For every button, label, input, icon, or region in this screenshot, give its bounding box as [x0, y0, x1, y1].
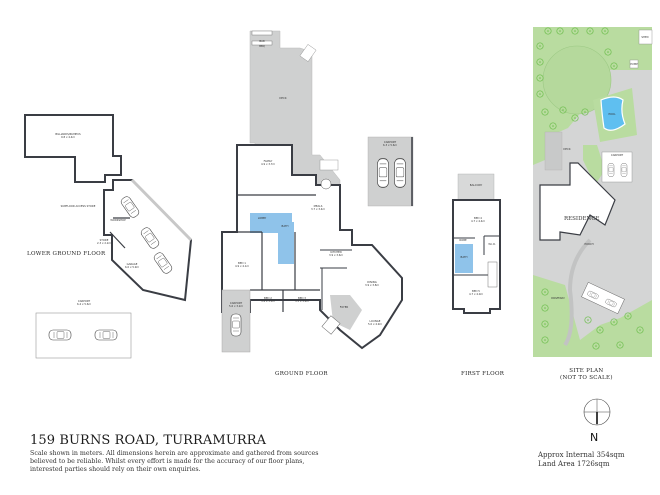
- site-plan-title: SITE PLAN(NOT TO SCALE): [560, 368, 613, 381]
- room-lobby: LOBBY: [257, 217, 267, 220]
- room-deck: DECK: [279, 97, 287, 100]
- first-floor-title: FIRST FLOOR: [461, 371, 505, 377]
- carport-plan: [367, 136, 414, 207]
- ground-floor-title: GROUND FLOOR: [275, 371, 328, 377]
- site-shed: SHED: [641, 36, 649, 39]
- room-foyer: FOYER: [339, 306, 349, 309]
- north-compass: [583, 398, 611, 426]
- room-wir: W.I.R.: [488, 243, 496, 246]
- lower-ground-floor-plan: [24, 114, 193, 359]
- site-deck: DECK: [563, 148, 571, 151]
- site-carport: CARPORT: [610, 154, 624, 157]
- area-summary: Approx Internal 354sqm Land Area 1726sqm: [538, 451, 625, 468]
- site-plan: [533, 27, 653, 357]
- room-subfloor-store: SUBFLOOR ACCESS STORE: [60, 205, 96, 208]
- room-robe: ROBE: [459, 239, 467, 242]
- site-residence: RESIDENCE: [564, 216, 600, 222]
- site-driveway: DRIVEWAY: [551, 297, 565, 300]
- first-floor-plan: [452, 173, 501, 314]
- room-bbq: BBQ: [259, 45, 265, 48]
- north-label: N: [590, 431, 599, 444]
- site-pump: PUMP: [630, 63, 638, 66]
- site-pool: POOL: [608, 113, 616, 116]
- site-porch: PORCH: [584, 243, 594, 246]
- ground-floor-plan: [221, 30, 403, 353]
- disclaimer-text: Scale shown in meters. All dimensions he…: [30, 450, 319, 473]
- room-bath-first: BATH: [460, 256, 468, 259]
- land-area: Land Area 1726sqm: [538, 459, 610, 468]
- room-bath: BATH: [281, 225, 289, 228]
- property-address: 159 BURNS ROAD, TURRAMURRA: [30, 433, 267, 448]
- lower-ground-floor-title: LOWER GROUND FLOOR: [27, 251, 106, 257]
- room-workshop: WORKSHOP: [110, 219, 126, 222]
- room-balcony: BALCONY: [469, 184, 483, 187]
- internal-area: Approx Internal 354sqm: [538, 451, 625, 459]
- room-bar: BAR: [259, 40, 265, 43]
